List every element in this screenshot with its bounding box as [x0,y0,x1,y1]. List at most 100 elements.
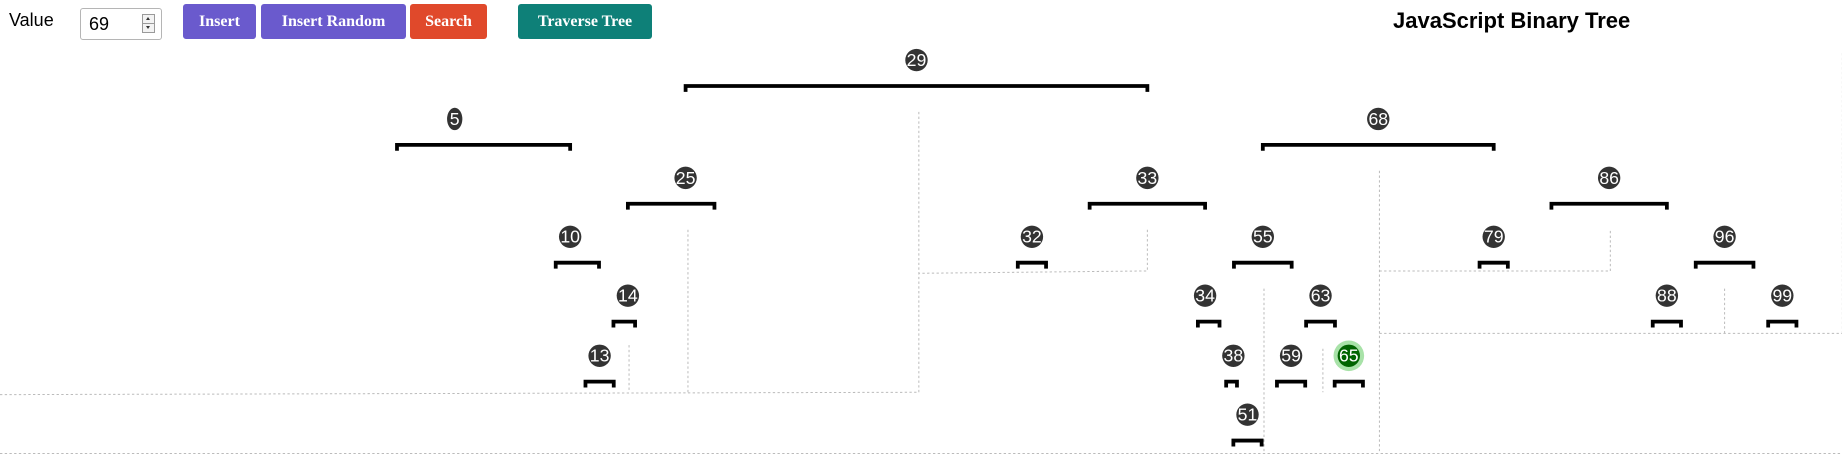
node-value: 99 [1772,286,1792,306]
tree-node-highlighted[interactable]: 65 [1333,340,1365,372]
node-value: 96 [1715,227,1735,247]
tree-node[interactable]: 51 [1236,403,1259,426]
tree-node[interactable]: 34 [1193,284,1217,307]
node-value: 55 [1253,227,1273,247]
node-circle [1020,225,1044,248]
node-circle [674,166,697,190]
tree-nodes: 29 5 25 10 14 13 68 33 32 55 34 38 51 63 59 65 86 79 96 88 9… [447,48,1794,426]
node-value: 13 [590,346,610,366]
branch-bracket [1224,379,1239,388]
node-value: 10 [560,227,580,247]
node-circle [1309,284,1332,307]
layout-divider-line [918,229,1148,274]
branch-bracket [1766,319,1799,328]
node-value: 86 [1599,168,1619,188]
insert-random-button[interactable]: Insert Random [261,4,406,39]
branch-bracket [1015,260,1048,269]
branch-bracket [1275,379,1308,388]
branch-bracket [1332,379,1365,388]
node-circle [1279,344,1303,367]
node-circle [447,107,463,131]
node-value: 79 [1484,227,1504,247]
tree-node[interactable]: 59 [1279,344,1303,367]
node-circle [1713,225,1736,248]
tree-node[interactable]: 55 [1251,225,1275,248]
branch-bracket [683,84,1150,92]
node-circle [1136,166,1159,190]
node-value: 14 [618,286,638,306]
increment-arrow-icon[interactable] [143,15,154,24]
tree-dividers [0,53,1842,455]
node-value: 68 [1368,109,1388,129]
tree-node[interactable]: 68 [1367,107,1390,131]
layout-divider-line [0,111,920,396]
branch-bracket [553,260,601,269]
tree-node[interactable]: 13 [588,344,611,367]
tree-branches [395,84,1799,447]
node-circle [1655,284,1679,307]
branch-bracket [1477,260,1510,269]
node-value: 63 [1311,286,1331,306]
node-circle [1367,107,1390,131]
branch-bracket [1260,143,1496,151]
node-circle [588,344,611,367]
tree-node[interactable]: 33 [1136,166,1159,190]
node-circle [616,284,640,307]
tree-node[interactable]: 99 [1771,284,1794,307]
search-button[interactable]: Search [410,4,487,39]
branch-bracket [1693,260,1756,269]
node-value: 29 [907,50,927,70]
branch-bracket [1232,260,1294,269]
branch-bracket [625,201,717,210]
node-circle [1193,284,1217,307]
branch-bracket [1231,438,1264,447]
node-value: 34 [1195,286,1215,306]
node-value: 59 [1281,346,1301,366]
traverse-tree-button[interactable]: Traverse Tree [518,4,652,39]
tree-node[interactable]: 10 [558,225,582,248]
node-value: 65 [1339,346,1359,366]
node-value: 38 [1224,346,1244,366]
branch-bracket [1087,201,1207,210]
node-circle [1222,344,1245,367]
node-value: 51 [1238,405,1258,425]
tree-node[interactable]: 14 [616,284,640,307]
branch-bracket [1195,319,1222,328]
tree-node[interactable]: 29 [905,48,928,72]
node-circle [558,225,582,248]
node-value: 25 [676,168,696,188]
branch-bracket [611,319,637,328]
tree-node[interactable]: 86 [1597,166,1621,190]
node-circle [1337,344,1361,367]
branch-bracket [1549,201,1669,210]
tree-node[interactable]: 96 [1713,225,1736,248]
value-stepper[interactable] [142,14,155,33]
page-title: JavaScript Binary Tree [1393,8,1631,33]
branch-bracket [1304,319,1337,328]
branch-bracket [395,143,573,151]
tree-node[interactable]: 32 [1020,225,1044,248]
branch-bracket [583,379,616,388]
value-input[interactable] [81,9,145,39]
tree-node[interactable]: 5 [447,107,463,131]
tree-node[interactable]: 25 [674,166,697,190]
value-field[interactable] [80,8,162,40]
node-value: 33 [1138,168,1158,188]
node-value: 88 [1657,286,1677,306]
node-circle [1251,225,1275,248]
node-circle [1771,284,1794,307]
tree-node[interactable]: 63 [1309,284,1332,307]
node-circle [1236,403,1259,426]
node-circle [1597,166,1621,190]
node-circle [905,48,928,72]
node-value: 5 [450,109,460,129]
value-label: Value [9,10,54,30]
decrement-arrow-icon[interactable] [143,24,154,32]
layout-divider-line [1379,229,1611,272]
node-circle [1482,225,1505,248]
tree-node[interactable]: 38 [1222,344,1245,367]
tree-node[interactable]: 79 [1482,225,1505,248]
insert-button[interactable]: Insert [183,4,256,39]
tree-node[interactable]: 88 [1655,284,1679,307]
